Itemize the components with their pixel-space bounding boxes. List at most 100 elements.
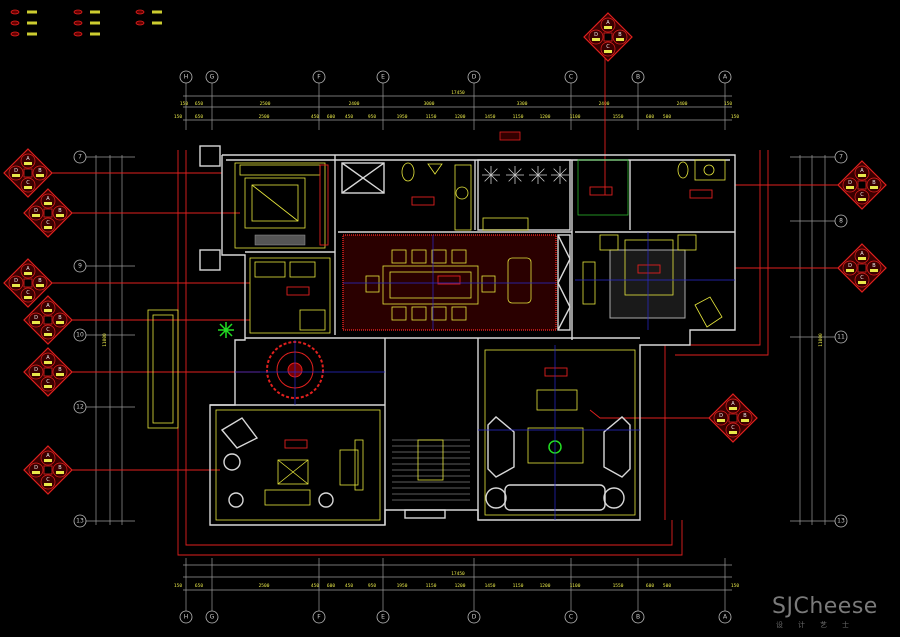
- plant-icon: [482, 166, 500, 184]
- legend-label-mark: [152, 21, 162, 25]
- marker-direction-label: B: [618, 32, 622, 38]
- axis-label: G: [210, 74, 215, 81]
- marker-direction-label: D: [34, 208, 38, 214]
- grid-bubble-top: A: [718, 70, 732, 84]
- grid-bubble-right: 8: [834, 214, 848, 228]
- planters: [477, 159, 571, 231]
- grid-bubble-right: 11: [834, 330, 848, 344]
- dimension-value: 1550: [613, 583, 624, 589]
- plant-icon: [506, 166, 524, 184]
- dimension-value: 600: [646, 114, 654, 120]
- chair-icon: [391, 306, 407, 321]
- dimension-value: 600: [327, 583, 335, 589]
- grid-bubble-bottom: A: [718, 610, 732, 624]
- dimension-value: 150: [180, 101, 188, 107]
- dimension-value: 2500: [259, 114, 270, 120]
- dimension-value: 450: [311, 583, 319, 589]
- dimension-value: 450: [345, 114, 353, 120]
- marker-direction-label: A: [26, 156, 30, 162]
- marker-direction-label: C: [46, 327, 50, 333]
- dimension-value: 1550: [613, 114, 624, 120]
- dimension-value: 150: [724, 101, 732, 107]
- grid-bubble-top: H: [179, 70, 193, 84]
- site-boundary: [177, 150, 769, 556]
- drawing-title-tag: [499, 131, 521, 141]
- marker-direction-label: B: [38, 168, 42, 174]
- dimension-lines: [95, 95, 826, 591]
- marker-direction-label: B: [58, 367, 62, 373]
- plant-icon: [529, 166, 547, 184]
- axis-label: 9: [78, 263, 82, 270]
- axis-label: 12: [76, 404, 84, 411]
- marker-direction-label: D: [848, 263, 852, 269]
- axis-label: A: [723, 74, 728, 81]
- study: [215, 409, 381, 521]
- axis-label: 13: [76, 518, 84, 525]
- marker-direction-label: D: [14, 168, 18, 174]
- dimension-value: 950: [368, 114, 376, 120]
- axis-label: E: [381, 614, 385, 621]
- grid-bubble-top: E: [376, 70, 390, 84]
- marker-direction-label: B: [58, 315, 62, 321]
- grid-bubble-top: D: [467, 70, 481, 84]
- marker-direction-label: A: [26, 266, 30, 272]
- dimension-value: 11000: [102, 333, 108, 347]
- grid-bubble-bottom: F: [312, 610, 326, 624]
- axis-label: C: [569, 614, 573, 621]
- dimension-value: 600: [646, 583, 654, 589]
- marker-direction-label: B: [872, 180, 876, 186]
- marker-direction-label: A: [731, 401, 735, 407]
- marker-direction-label: C: [860, 192, 864, 198]
- legend-label-mark: [90, 21, 100, 25]
- grid-bubble-right: 13: [834, 514, 848, 528]
- legend-label-mark: [27, 10, 37, 14]
- legend-symbol-icon: [135, 20, 145, 26]
- grid-bubble-bottom: H: [179, 610, 193, 624]
- dimension-value: 2400: [349, 101, 360, 107]
- marker-direction-label: C: [606, 44, 610, 50]
- closets-top-right: [577, 159, 726, 216]
- marker-direction-label: C: [731, 425, 735, 431]
- dimension-value: 1100: [570, 114, 581, 120]
- index-lines: [40, 50, 848, 471]
- grid-bubble-left: 13: [73, 514, 87, 528]
- axis-label: F: [317, 74, 321, 81]
- marker-direction-label: D: [719, 413, 723, 419]
- marker-direction-label: D: [848, 180, 852, 186]
- legend-symbol-icon: [10, 9, 20, 15]
- axis-label: 7: [78, 154, 82, 161]
- axis-label: D: [472, 74, 477, 81]
- axis-label: A: [723, 614, 728, 621]
- legend-symbol-icon: [10, 20, 20, 26]
- dimension-value: 2500: [259, 583, 270, 589]
- dimension-value: 1450: [485, 583, 496, 589]
- grid-bubble-left: 10: [73, 328, 87, 342]
- chair-icon: [431, 249, 447, 264]
- dimension-value: 17450: [451, 90, 465, 96]
- axis-label: E: [381, 74, 385, 81]
- axis-label: H: [184, 614, 189, 621]
- axis-label: 10: [76, 332, 84, 339]
- dimension-value: 450: [345, 583, 353, 589]
- bedroom-top-left: [234, 162, 329, 249]
- chair-icon: [451, 306, 467, 321]
- marker-direction-label: C: [46, 477, 50, 483]
- chair-icon: [365, 275, 380, 293]
- dimension-value: 150: [731, 583, 739, 589]
- grid-bubble-top: G: [205, 70, 219, 84]
- axis-label: G: [210, 614, 215, 621]
- chair-icon: [481, 275, 496, 293]
- marker-direction-label: D: [594, 32, 598, 38]
- dimension-value: 1200: [455, 583, 466, 589]
- marker-direction-label: A: [46, 196, 50, 202]
- dimension-value: 650: [195, 583, 203, 589]
